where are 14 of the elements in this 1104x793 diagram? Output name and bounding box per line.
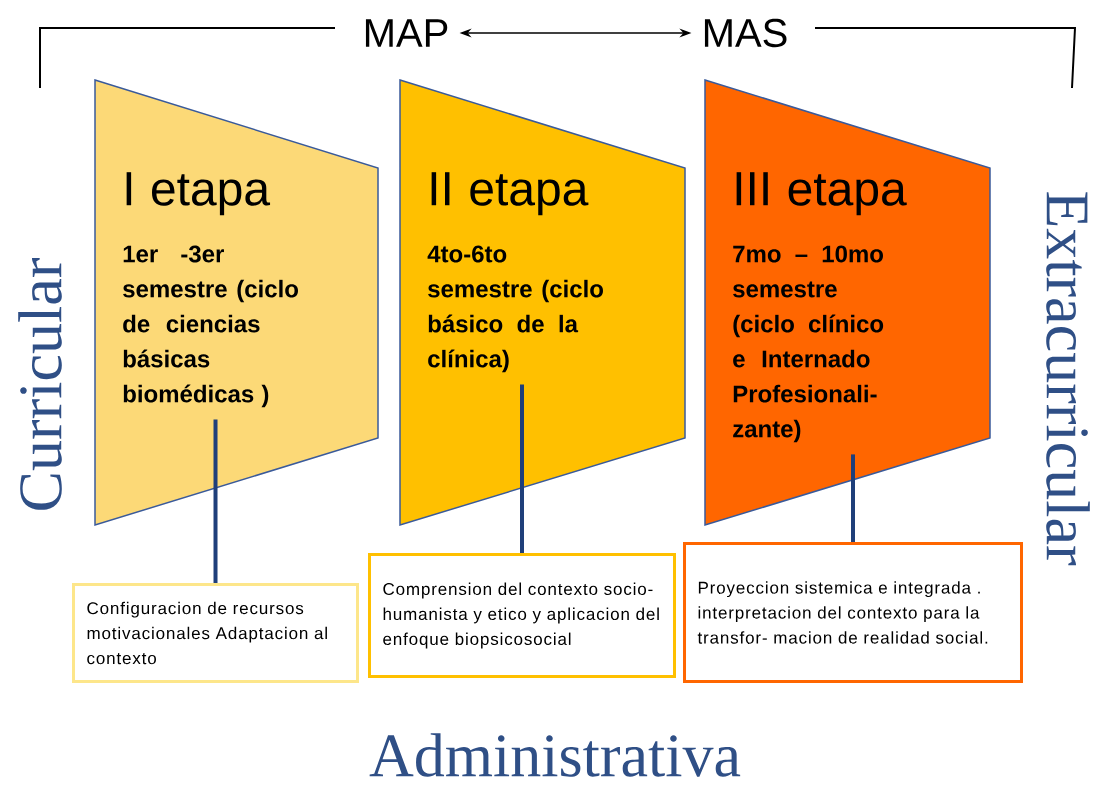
side-label: Administrativa bbox=[369, 733, 741, 777]
trapezoid-stage: II etapa 4to-6to semestre (ciclo básico de la clínica) bbox=[399, 79, 686, 526]
trapezoid-stage: III etapa 7mo – 10mo semestre (ciclo clínico e Internado Profesionali- zante) bbox=[704, 79, 991, 526]
side-label: Curricular bbox=[18, 258, 62, 510]
text-box: Comprension del contexto socio- humanista y etico y aplicacion del enfoque biopsicosocial bbox=[368, 553, 676, 678]
heading-text: MAP bbox=[365, 19, 448, 47]
connector-line bbox=[520, 384, 524, 553]
trapezoid-stage: I etapa 1er -3er semestre (ciclo de ciencias básicas biomédicas ) bbox=[94, 79, 379, 526]
text-box: Proyeccion sistemica e integrada . interpretacion del contexto para la transfor- macion de realidad social. bbox=[683, 542, 1023, 683]
side-label: Extracurricular bbox=[1046, 192, 1090, 566]
heading-text: MAS bbox=[704, 18, 787, 48]
connector-line bbox=[851, 454, 855, 542]
text-box: Configuracion de recursos motivacionales Adaptacion al contexto bbox=[72, 583, 359, 683]
connector-line bbox=[213, 419, 218, 583]
